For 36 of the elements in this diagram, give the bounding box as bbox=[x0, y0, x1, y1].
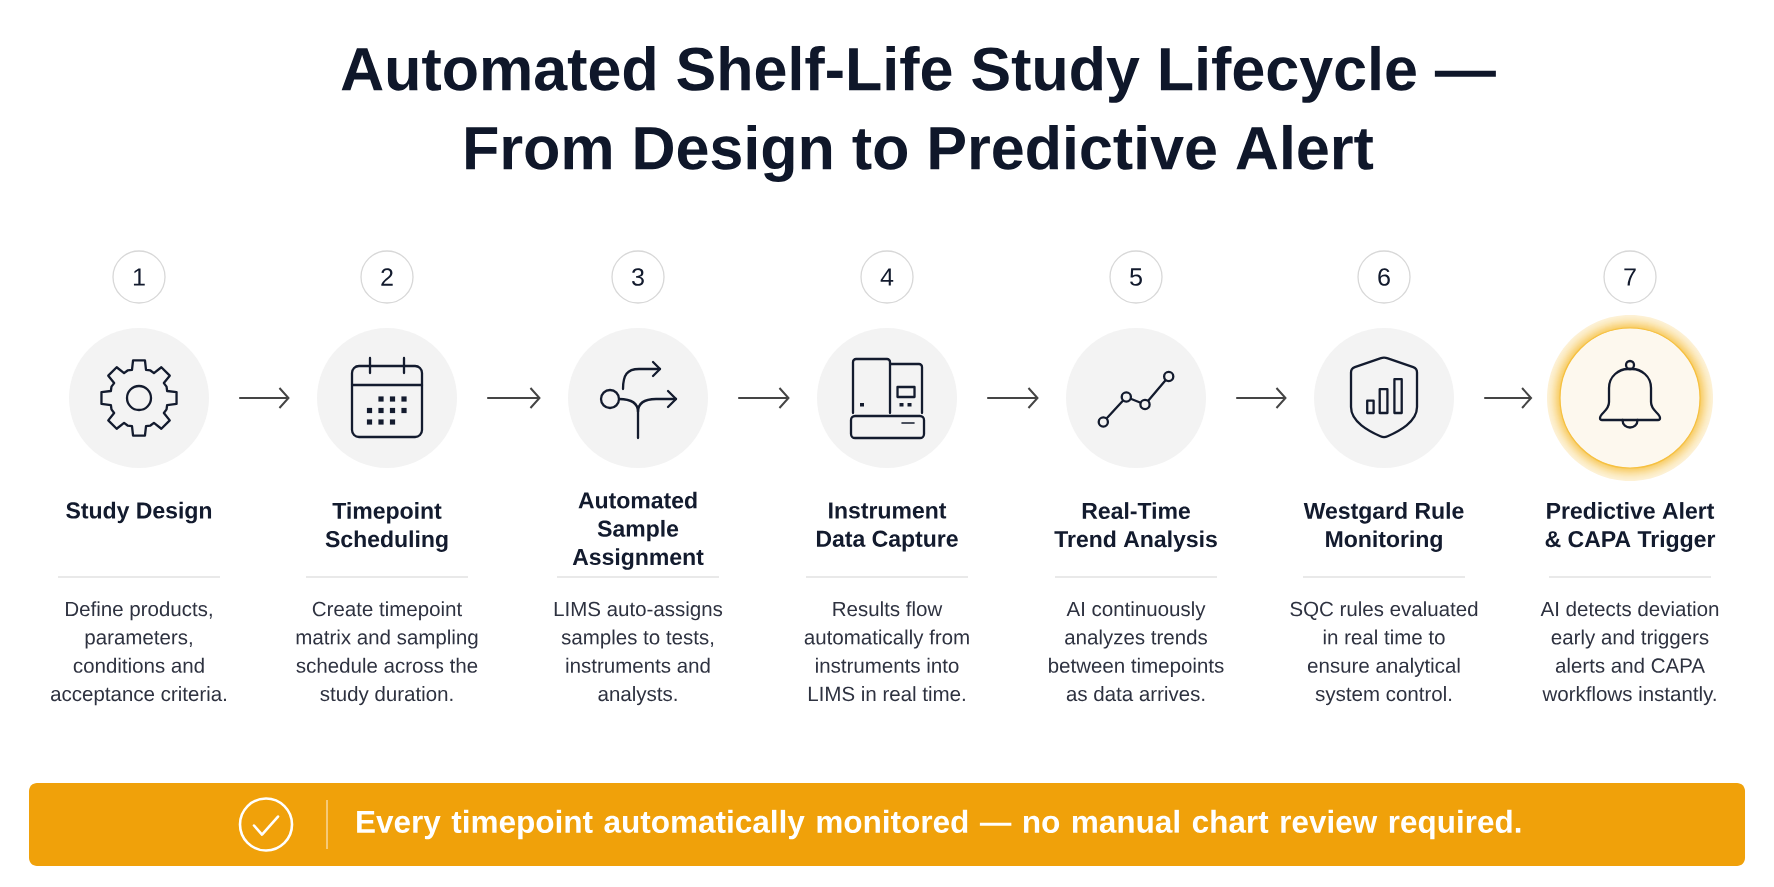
icon-circle bbox=[817, 328, 957, 468]
step-number: 5 bbox=[1109, 250, 1163, 304]
step-description: AI detects deviation early and triggers alerts and CAPA workflows instantly. bbox=[1540, 601, 1719, 706]
step-number: 6 bbox=[1357, 250, 1411, 304]
arrow bbox=[1235, 387, 1287, 409]
arrow bbox=[486, 387, 541, 409]
step-number: 1 bbox=[112, 250, 166, 304]
arrow bbox=[986, 387, 1039, 409]
step-description: LIMS auto-assigns samples to tests, instruments and analysts. bbox=[554, 601, 723, 706]
arrow bbox=[238, 387, 290, 409]
icon-circle bbox=[317, 328, 457, 468]
icon-circle bbox=[1314, 328, 1454, 468]
step-title: Automated Sample Assignment bbox=[572, 491, 704, 570]
icon-circle bbox=[69, 328, 209, 468]
step-title: Real-Time Trend Analysis bbox=[1054, 502, 1217, 552]
step-number: 7 bbox=[1603, 250, 1657, 304]
step-title: Westgard Rule Monitoring bbox=[1303, 502, 1464, 552]
step-title: Instrument Data Capture bbox=[817, 502, 958, 552]
step-description: SQC rules evaluated in real time to ensure analytical system control. bbox=[1290, 601, 1478, 706]
step-title: Predictive Alert & CAPA Trigger bbox=[1545, 502, 1716, 552]
arrow bbox=[737, 387, 790, 409]
step-title: Study Design bbox=[66, 501, 212, 524]
step-number: 4 bbox=[860, 250, 914, 304]
step-title: Timepoint Scheduling bbox=[325, 502, 448, 552]
title: Automated Shelf-Life Study Lifecycle — From Design to Predictive Alert bbox=[341, 45, 1496, 183]
step-number: 3 bbox=[611, 250, 665, 304]
step-description: Create timepoint matrix and sampling schedule across the study duration. bbox=[296, 601, 478, 706]
icon-circle bbox=[1559, 327, 1701, 469]
step-number: 2 bbox=[360, 250, 414, 304]
step-description: AI continuously analyzes trends between timepoints as data arrives. bbox=[1049, 601, 1224, 702]
step-description: Results flow automatically from instruments into LIMS in real time. bbox=[804, 601, 969, 702]
icon-circle bbox=[568, 328, 708, 468]
step-description: Define products, parameters, conditions and acceptance criteria. bbox=[51, 601, 226, 706]
arrow bbox=[1483, 387, 1533, 409]
banner: Every timepoint automatically monitored — no manual chart review required. bbox=[29, 783, 1745, 866]
icon-circle bbox=[1066, 328, 1206, 468]
